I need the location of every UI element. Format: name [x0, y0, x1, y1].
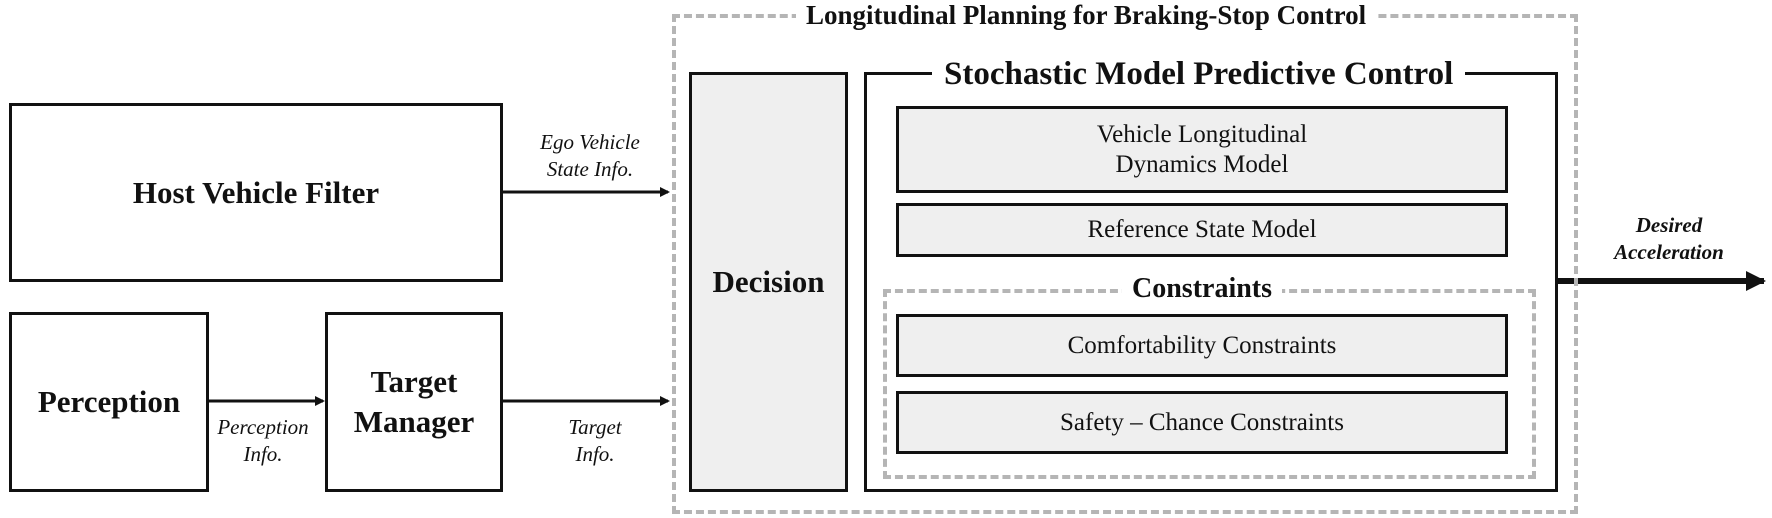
- desired-acceleration-label-line2: Acceleration: [1614, 240, 1724, 264]
- host-vehicle-filter-label: Host Vehicle Filter: [132, 174, 380, 210]
- reference-state-model-box: Reference State Model: [896, 203, 1508, 257]
- target-manager-box: Target Manager: [325, 312, 503, 492]
- decision-box: Decision: [689, 72, 848, 492]
- safety-chance-constraints-label: Safety – Chance Constraints: [1060, 408, 1344, 436]
- vehicle-dynamics-model-line1: Vehicle Longitudinal: [1096, 120, 1308, 148]
- decision-label: Decision: [712, 264, 825, 299]
- reference-state-model-label: Reference State Model: [1087, 216, 1317, 243]
- smpc-title: Stochastic Model Predictive Control: [932, 56, 1466, 92]
- comfortability-constraints-box: Comfortability Constraints: [896, 314, 1508, 377]
- desired-acceleration-label-line1: Desired: [1635, 213, 1703, 237]
- ego-state-label: Ego Vehicle State Info.: [515, 129, 665, 183]
- planning-title: Longitudinal Planning for Braking-Stop C…: [796, 0, 1377, 30]
- perception-box: Perception: [9, 312, 209, 492]
- perception-label: Perception: [37, 384, 181, 419]
- vehicle-dynamics-model-box: Vehicle Longitudinal Dynamics Model: [896, 106, 1508, 193]
- target-info-label-line2: Info.: [575, 442, 615, 466]
- host-vehicle-filter-box: Host Vehicle Filter: [9, 103, 503, 282]
- target-manager-label-line1: Target: [370, 364, 458, 399]
- target-info-label-line1: Target: [568, 415, 622, 439]
- desired-acceleration-label: Desired Acceleration: [1584, 212, 1754, 266]
- safety-chance-constraints-box: Safety – Chance Constraints: [896, 391, 1508, 454]
- perception-info-label-line1: Perception: [217, 415, 309, 439]
- perception-info-label-line2: Info.: [243, 442, 283, 466]
- comfortability-constraints-label: Comfortability Constraints: [1067, 331, 1337, 359]
- ego-state-label-line1: Ego Vehicle: [540, 130, 640, 154]
- constraints-title: Constraints: [1122, 274, 1283, 304]
- target-manager-label-line2: Manager: [353, 404, 475, 439]
- vehicle-dynamics-model-line2: Dynamics Model: [1115, 150, 1289, 178]
- target-info-label: Target Info.: [520, 414, 670, 468]
- perception-info-label: Perception Info.: [203, 414, 323, 468]
- ego-state-label-line2: State Info.: [546, 157, 634, 181]
